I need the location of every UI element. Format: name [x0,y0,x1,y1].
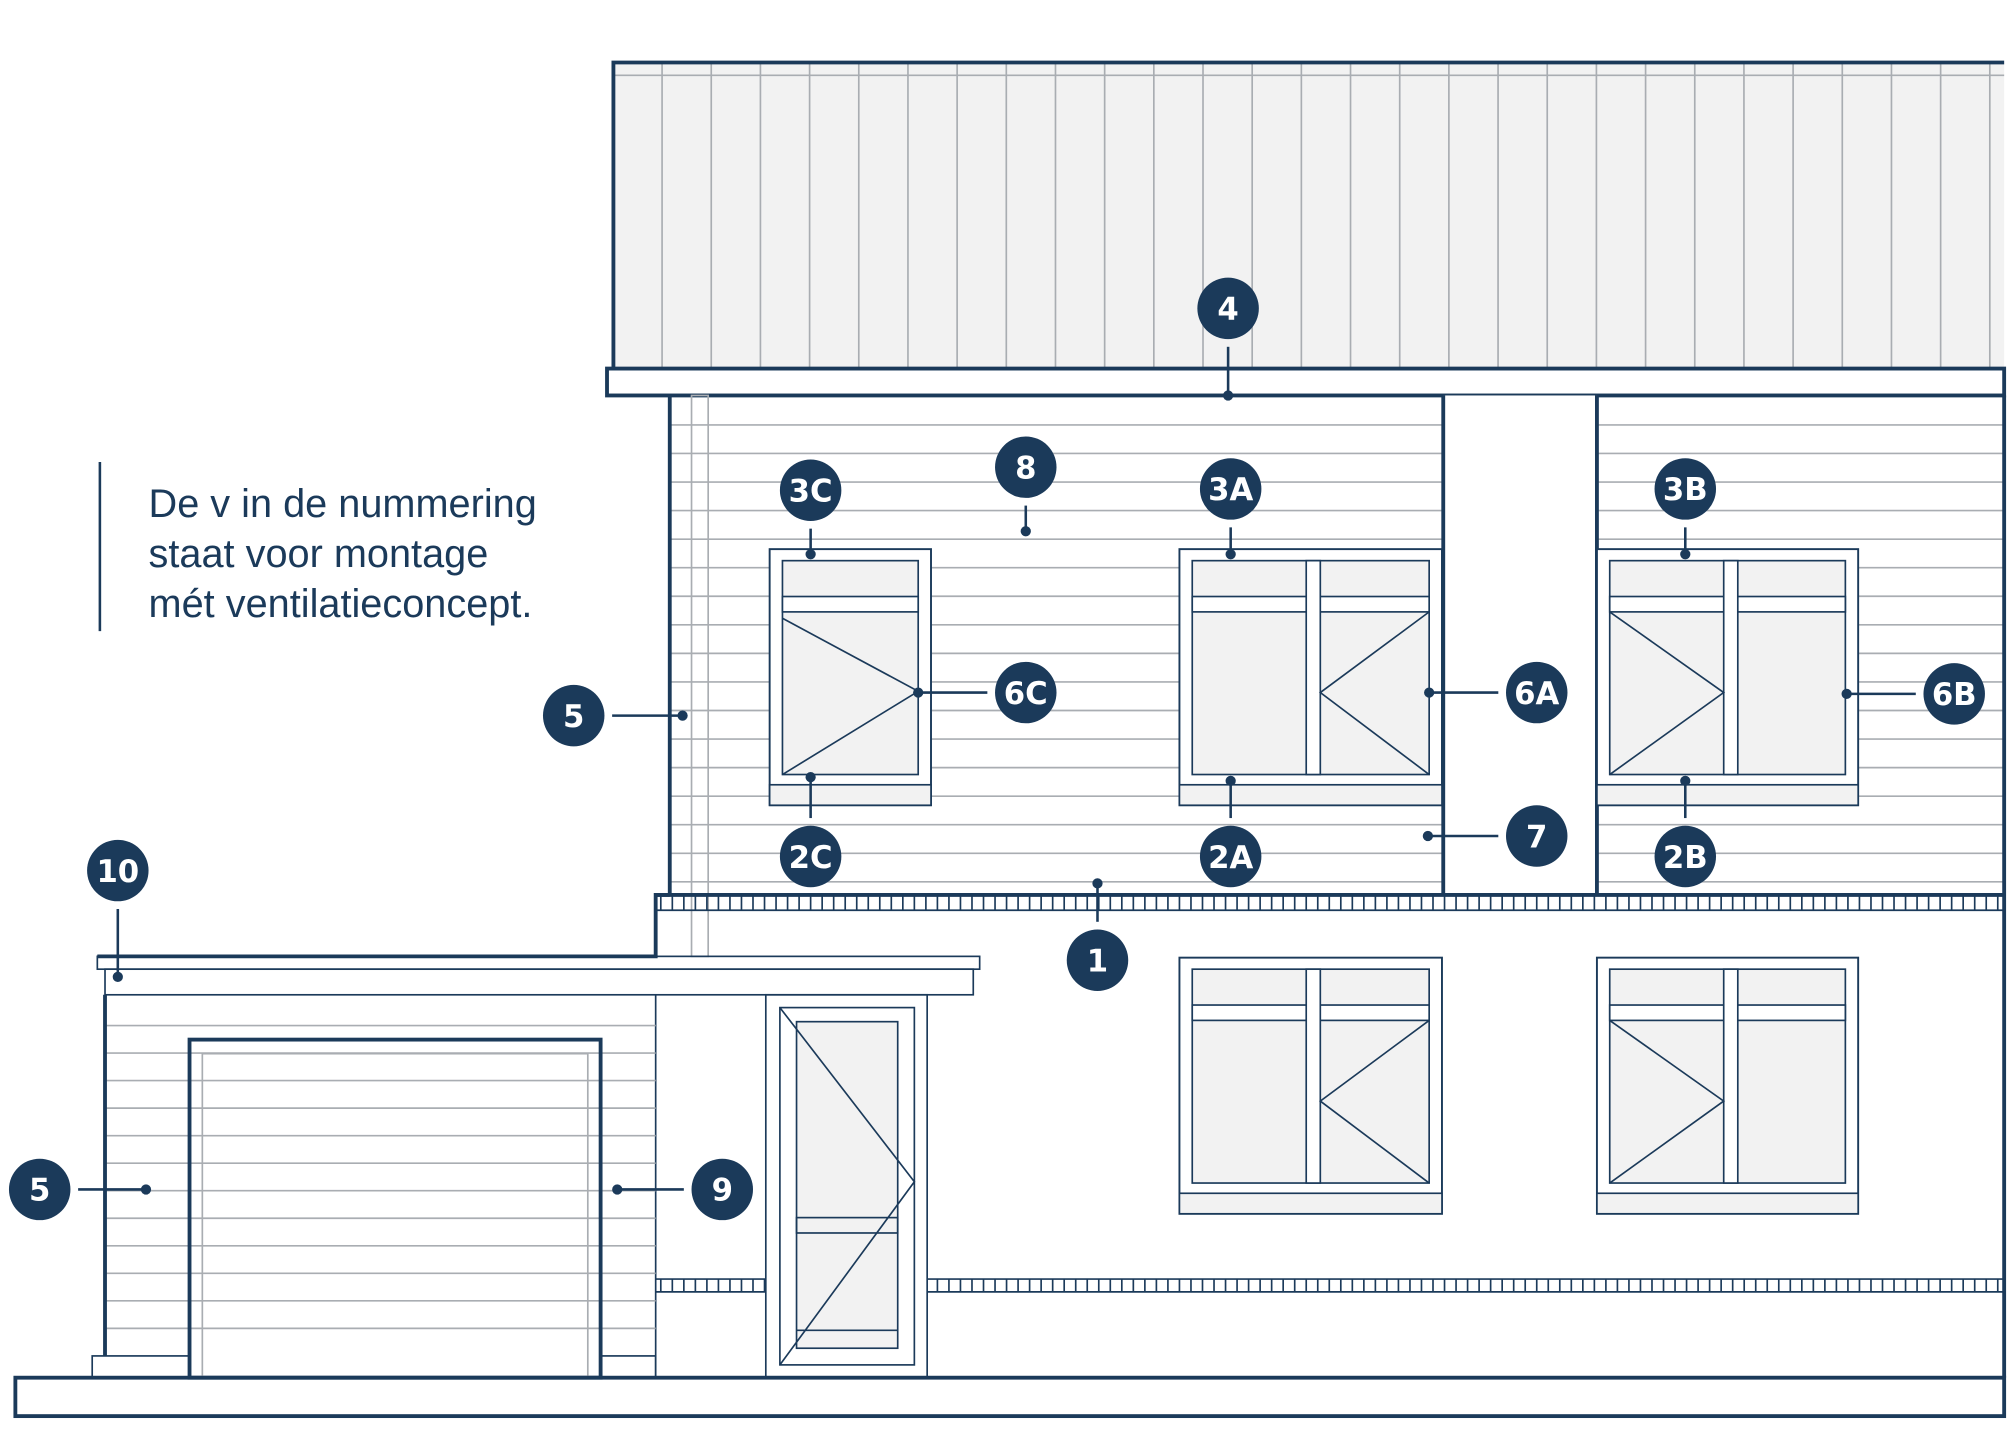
garage-door [187,1037,603,1380]
callout-10: 10 [87,839,149,982]
note-line-3: mét ventilatieconcept. [149,582,533,626]
callout-circle [8,1158,71,1221]
note-line-2: staat voor montage [149,532,489,576]
leader-dot [1225,549,1236,560]
floor-band [655,892,2005,1293]
callout-5a: 5 [542,684,688,747]
front-door [764,993,928,1379]
callout-circle [691,1158,753,1221]
callout-6a: 6A [1424,661,1568,724]
callout-label: 3A [1208,472,1253,508]
downpipe [690,394,710,958]
callout-1: 1 [1066,878,1129,991]
leader-dot [1680,549,1691,560]
callout-2c: 2C [779,771,842,888]
leader-dot [1680,775,1691,787]
callout-label: 8 [1015,450,1036,486]
callout-label: 5 [29,1173,50,1209]
callout-8: 8 [995,436,1057,537]
callout-label: 1 [1087,943,1108,979]
callout-3b: 3B [1654,458,1717,560]
leader-dot [112,971,123,982]
leader-dot [1020,526,1031,537]
window-3c [768,548,932,807]
callout-label: 2B [1663,840,1708,876]
callout-2a: 2A [1199,775,1262,888]
roof-eave [605,366,2007,398]
callout-7: 7 [1422,805,1568,867]
callout-circle [1654,825,1717,888]
callout-circle [1654,458,1717,520]
callout-9: 9 [612,1158,753,1221]
callout-circle [1923,663,1985,725]
callout-label: 4 [1217,292,1238,328]
callout-2b: 2B [1654,775,1717,888]
callout-label: 3C [789,474,833,510]
callout-4: 4 [1197,277,1259,401]
callout-label: 7 [1526,819,1547,855]
note-line-1: De v in de nummering [149,482,537,526]
callout-label: 6B [1932,677,1977,713]
leader-dot [677,710,688,721]
callout-3a: 3A [1199,458,1262,560]
leader-dot [1225,775,1236,787]
leader-dot [805,549,816,560]
callout-circle [779,825,842,888]
callout-label: 5 [563,699,584,735]
callout-label: 3B [1663,472,1708,508]
ground-plinth [13,1375,2007,1419]
leader-dot [1092,878,1103,889]
callout-label: 6A [1514,676,1559,712]
leader-dot [805,771,816,783]
callout-6c: 6C [913,661,1057,724]
callout-label: 10 [96,854,139,890]
callout-label: 6C [1004,676,1048,712]
callout-circle [779,459,842,521]
roof [611,60,2005,369]
callout-label: 9 [712,1173,733,1209]
window-3b [1595,548,1860,807]
note-block: De v in de nummering staat voor montage … [98,462,537,632]
callout-circle [542,684,605,747]
callout-3c: 3C [779,459,842,560]
leader-dot [140,1184,152,1195]
window-lower-right [1595,956,1860,1215]
callout-circle [995,436,1057,498]
window-lower-left [1178,956,1443,1215]
leader-dot [612,1184,623,1195]
callout-circle [1066,929,1129,991]
callout-label: 2A [1208,840,1253,876]
callout-label: 2C [789,840,833,876]
callout-circle [1199,825,1262,888]
leader-dot [1222,390,1234,401]
callout-circle [1506,805,1568,867]
callout-circle [1197,277,1259,340]
callout-circle [1506,661,1568,724]
callout-6b: 6B [1841,663,1985,725]
window-3a [1178,548,1443,807]
leader-dot [1422,830,1434,842]
callout-circle [1199,458,1262,520]
leader-dot [913,687,924,698]
callout-5b: 5 [8,1158,152,1221]
callout-circle [87,839,149,902]
leader-dot [1841,688,1852,699]
callout-circle [995,661,1057,724]
leader-dot [1424,687,1435,698]
